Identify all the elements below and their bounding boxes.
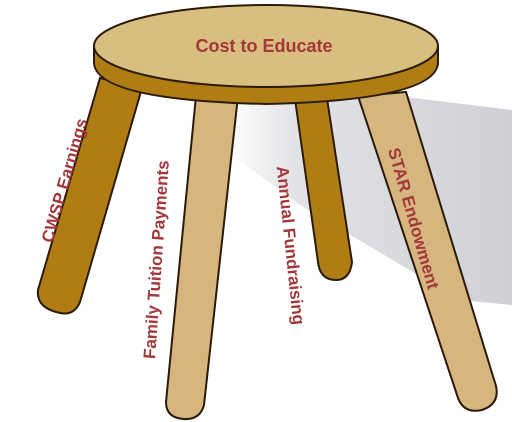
leg-cwsp-earnings: [36, 76, 144, 315]
leg-annual-fundraising: [292, 91, 354, 282]
stool-seat: [93, 4, 439, 106]
leg-star-endowment: [356, 90, 498, 412]
leg-family-tuition-payments: [164, 95, 240, 421]
seat-title: Cost to Educate: [195, 36, 332, 56]
leg-label-family-tuition-payments: Family Tuition Payments: [140, 160, 173, 360]
